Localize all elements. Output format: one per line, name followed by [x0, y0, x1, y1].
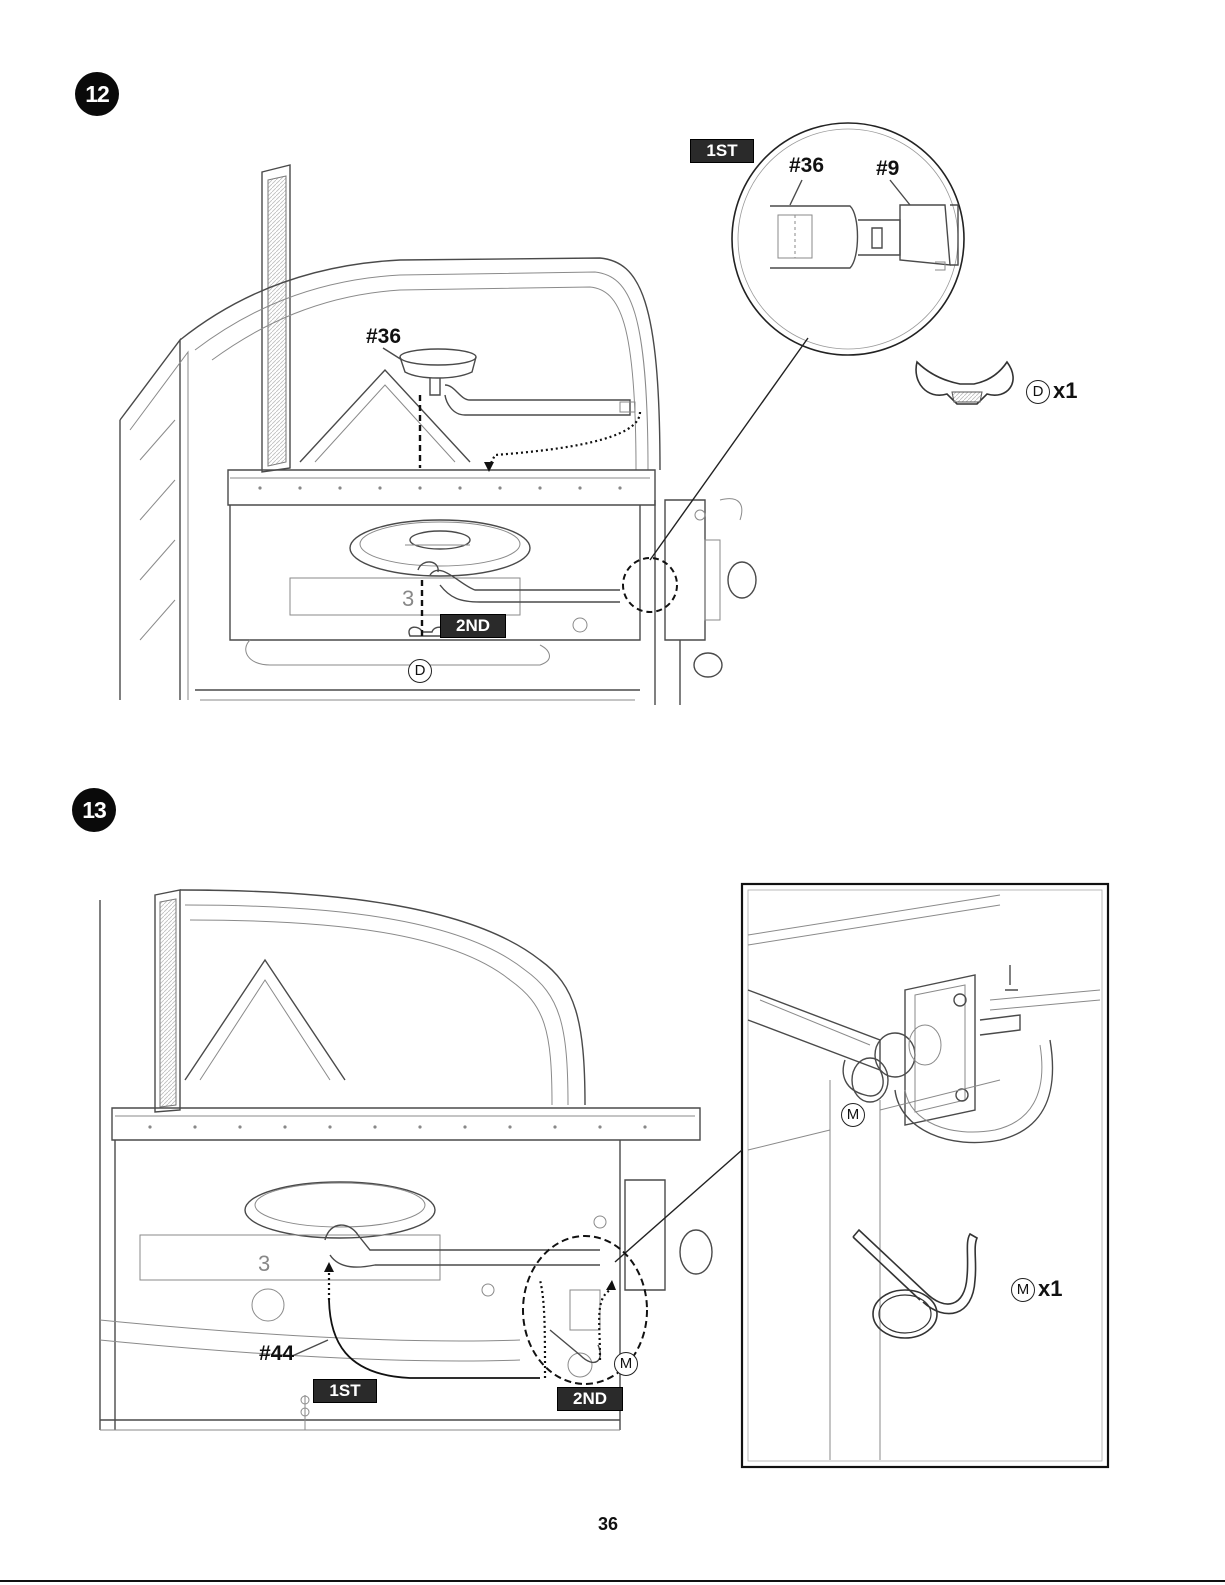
hardware-m-marker-13: M [614, 1352, 638, 1376]
hardware-m-quantity: x1 [1038, 1276, 1062, 1302]
svg-text:3: 3 [258, 1251, 270, 1276]
dotted-guide-line-13c [599, 1285, 612, 1360]
step-13-second-tag: 2ND [557, 1387, 623, 1411]
bottom-rule [0, 1580, 1225, 1582]
hardware-m-marker-detail: M [841, 1103, 865, 1127]
hardware-m-marker: M [1011, 1278, 1035, 1302]
step-13-first-tag: 1ST [313, 1379, 377, 1403]
hitch-pin-clip-icon [845, 1222, 995, 1342]
grill-body-drawing-13: 3 [100, 890, 712, 1430]
page-number: 36 [598, 1514, 618, 1535]
pin-label-13: #44 [259, 1342, 294, 1366]
